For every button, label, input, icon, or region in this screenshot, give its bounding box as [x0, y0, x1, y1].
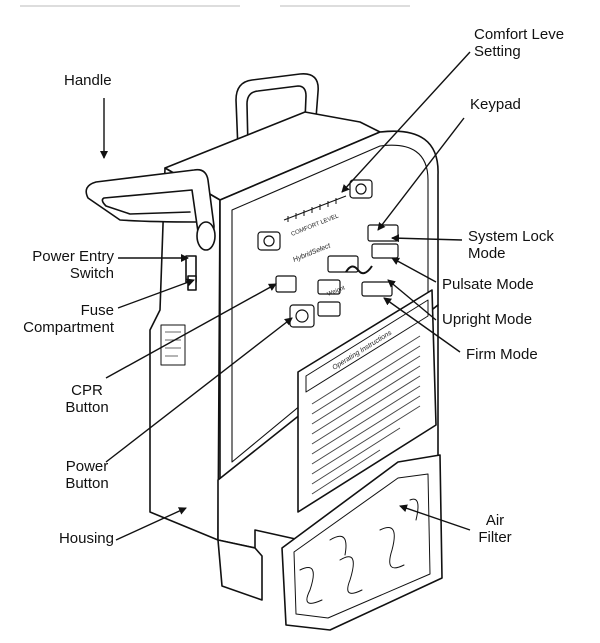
label-pulsate-mode: Pulsate Mode	[442, 276, 534, 293]
comfort-level-scale	[283, 195, 347, 222]
label-fuse-compartment: Fuse Compartment	[23, 302, 114, 336]
label-comfort-level-setting: Comfort Leve Setting	[474, 26, 565, 60]
label-system-lock-mode: System Lock Mode	[468, 228, 554, 262]
label-handle: Handle	[64, 72, 112, 89]
comfort-level-arrow	[341, 51, 471, 193]
keypad-arrow	[377, 117, 465, 231]
cpr-key	[275, 275, 297, 293]
label-keypad: Keypad	[470, 96, 521, 113]
wave-symbol	[345, 265, 373, 275]
instructions-text-lines	[311, 335, 421, 495]
label-power-entry-switch: Power Entry Switch	[32, 248, 114, 282]
instructions-card	[297, 289, 437, 513]
cpr-button-arrow	[105, 283, 277, 379]
pulsate-arrow	[391, 257, 437, 283]
label-firm-mode: Firm Mode	[466, 346, 538, 363]
air-filter-arrow	[399, 504, 471, 531]
upright-arrow	[387, 279, 437, 321]
label-upright-mode: Upright Mode	[442, 311, 533, 328]
firm-key	[361, 281, 393, 297]
pulsate-key	[371, 243, 399, 259]
upright-key	[317, 279, 341, 295]
label-housing: Housing	[58, 530, 114, 547]
power-button-arrow	[105, 317, 293, 463]
fuse-compartment-arrow	[117, 278, 195, 309]
label-cpr-button: CPR Button	[65, 382, 109, 416]
housing-arrow	[115, 507, 187, 541]
system-lock-arrow	[391, 234, 463, 243]
firm-mode-arrow	[383, 297, 461, 353]
label-air-filter: Air Filter	[478, 512, 512, 546]
display-window	[327, 255, 359, 273]
label-power-button: Power Button	[65, 458, 109, 492]
